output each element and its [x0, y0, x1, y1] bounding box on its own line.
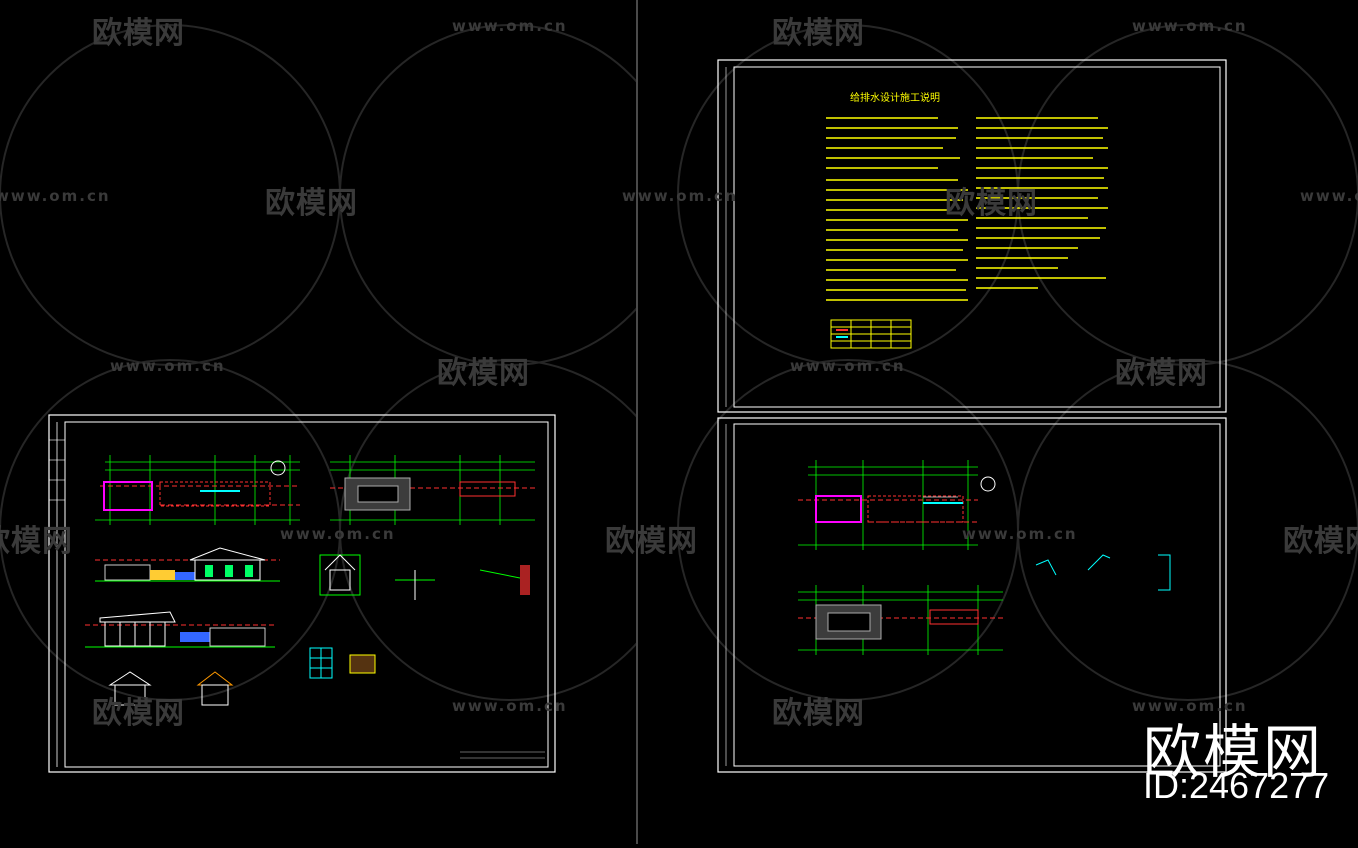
floor-plan-1	[95, 455, 300, 525]
watermark-url: www.om.cn	[0, 187, 111, 205]
watermark-logo: 欧模网	[265, 186, 358, 221]
watermark-logo: 欧模网	[772, 16, 865, 51]
watermark-logo: 欧模网	[945, 186, 1038, 221]
watermark-url: www.om.cn	[790, 357, 906, 375]
watermark-logo: 欧模网	[772, 696, 865, 731]
watermark-logo: 欧模网	[605, 524, 698, 559]
left-viewport[interactable]	[0, 0, 681, 844]
detail-drawings	[108, 554, 531, 706]
right-viewport[interactable]: 给排水设计施工说明	[638, 0, 1358, 844]
viewport-divider[interactable]	[636, 0, 638, 844]
plumbing-plan-sheet	[717, 417, 1227, 773]
watermark-url: www.om.cn	[452, 17, 568, 35]
left-drawing-canvas	[0, 24, 681, 773]
watermark-url: www.om.cn	[452, 697, 568, 715]
design-notes-sheet: 给排水设计施工说明	[717, 59, 1227, 413]
watermark-url: www.om.cn	[1300, 187, 1358, 205]
watermark-logo: 欧模网	[437, 356, 530, 391]
left-title-block	[460, 751, 545, 759]
brand-logo-text: 欧模网	[1143, 718, 1324, 786]
elevation-2	[85, 611, 275, 648]
watermark-logo: 欧模网	[92, 696, 185, 731]
watermark-url: www.om.cn	[1132, 697, 1248, 715]
watermark-url: www.om.cn	[1132, 17, 1248, 35]
watermark-logo: 欧模网	[0, 524, 73, 559]
elevation-1	[95, 547, 280, 582]
watermark-logo: 欧模网	[1115, 356, 1208, 391]
isometric-details	[1035, 554, 1171, 591]
watermark-logo: 欧模网	[1283, 524, 1358, 559]
watermark-url: www.om.cn	[280, 525, 396, 543]
model-id: ID:2467277	[1143, 765, 1330, 806]
design-notes-title: 给排水设计施工说明	[850, 91, 940, 104]
watermark-logo: 欧模网	[92, 16, 185, 51]
left-sheet-frame	[48, 414, 556, 773]
floor-plan-2	[330, 455, 535, 525]
watermark-url: www.om.cn	[110, 357, 226, 375]
watermark-url: www.om.cn	[622, 187, 738, 205]
watermark-url: www.om.cn	[962, 525, 1078, 543]
right-drawing-canvas: 给排水设计施工说明	[677, 24, 1358, 773]
